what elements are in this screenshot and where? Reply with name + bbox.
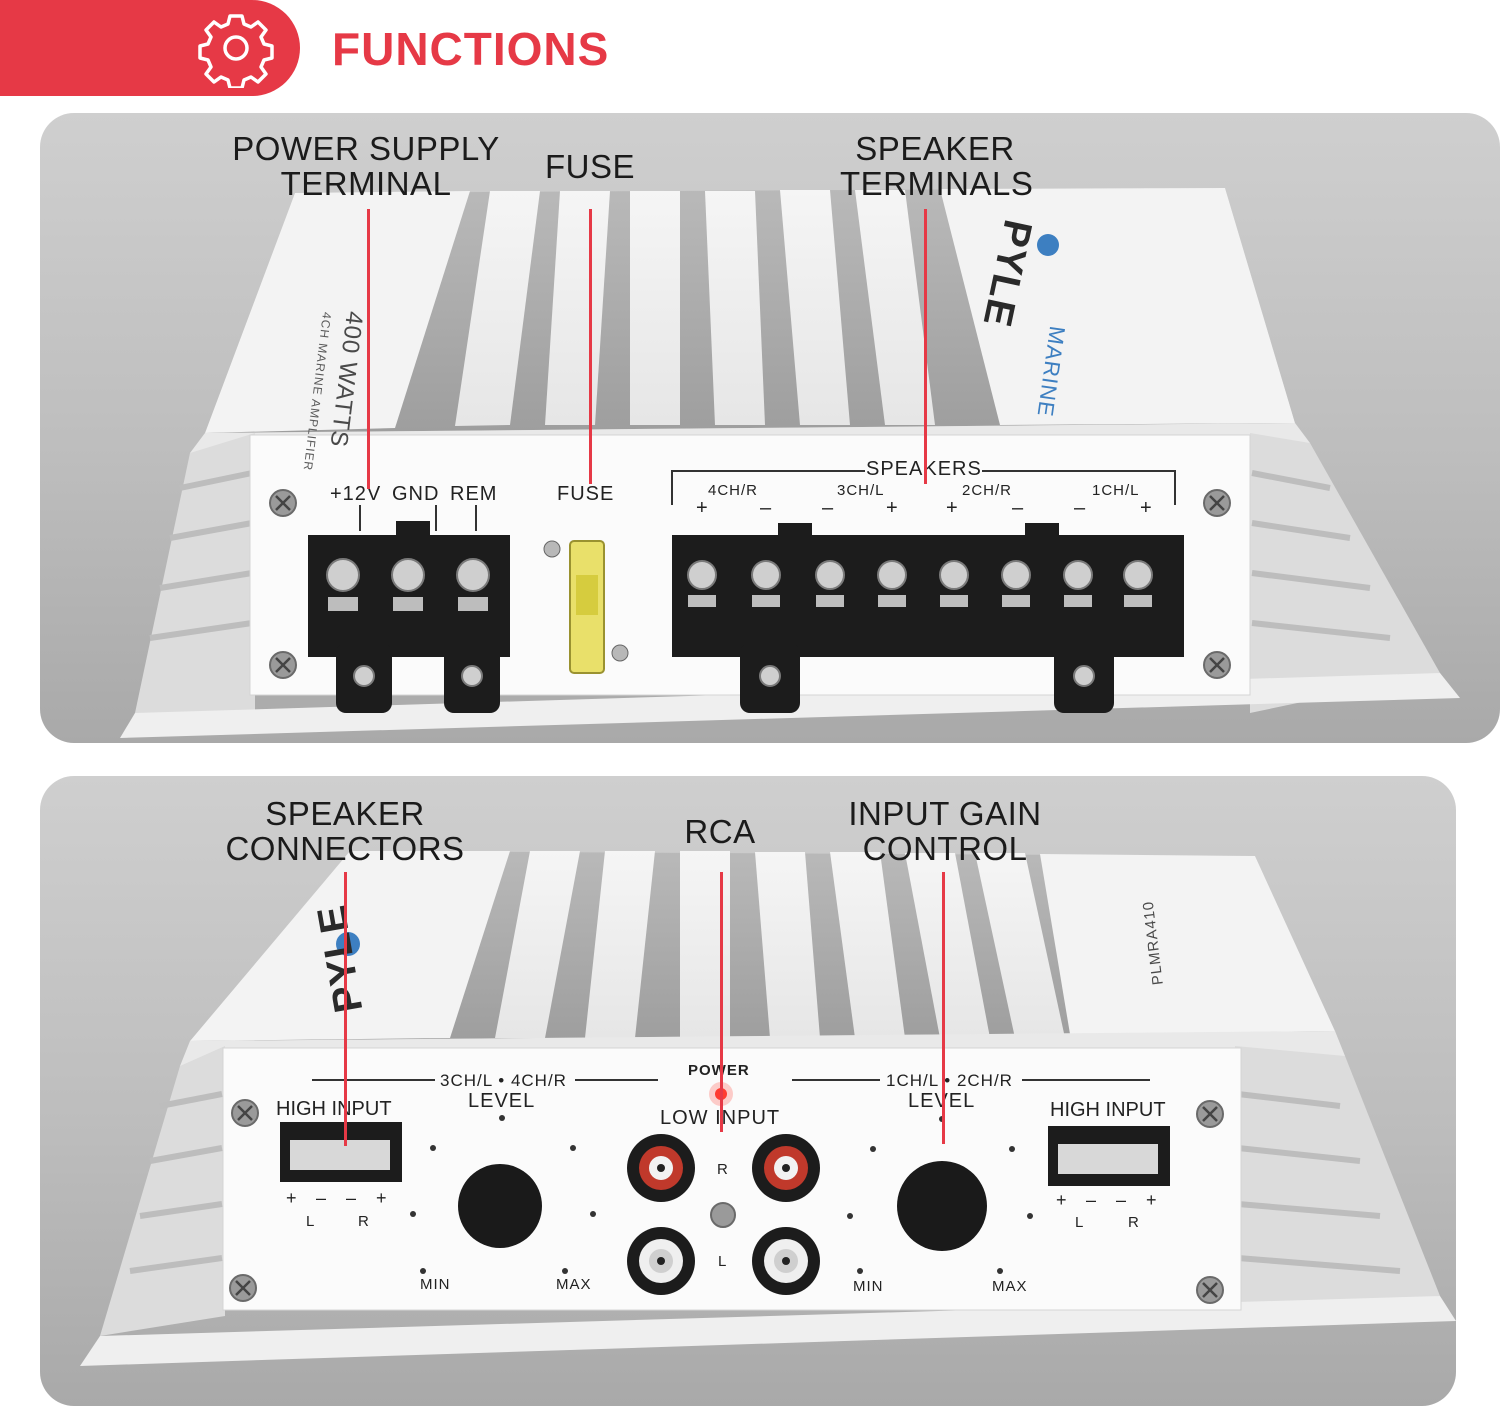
polarity-mark: – <box>760 497 773 519</box>
callout-speaker-terminals: SPEAKER TERMINALS <box>840 130 1034 202</box>
callout-input-gain-control: INPUT GAIN CONTROL <box>848 795 1042 867</box>
polarity-mark: + <box>886 497 899 519</box>
left-high-input-label: HIGH INPUT <box>276 1098 392 1120</box>
pin-mark: + <box>376 1188 388 1208</box>
callout-line-rca <box>720 872 723 1132</box>
left-channel-group-label: 3CH/L • 4CH/R <box>440 1071 567 1090</box>
pin-lr-mark: R <box>358 1213 370 1230</box>
functions-banner <box>0 0 300 96</box>
gear-icon <box>198 14 274 88</box>
right-high-input-label: HIGH INPUT <box>1050 1099 1166 1121</box>
power-label-rem: REM <box>450 483 498 505</box>
right-min-label: MIN <box>853 1278 884 1295</box>
channel-label-2ch-r: 2CH/R <box>962 482 1013 499</box>
amplifier-rear-image <box>80 851 1456 1366</box>
callout-fuse: FUSE <box>544 148 635 185</box>
bottom-product-panel: PYLE PLMRA410 POWER 3CH/L • 4CH/R 1CH/L … <box>40 776 1456 1406</box>
page-title: FUNCTIONS <box>332 23 610 75</box>
left-level-label: LEVEL <box>468 1090 536 1112</box>
rca-right-label: R <box>717 1161 729 1178</box>
speakers-print: SPEAKERS <box>866 458 982 481</box>
polarity-mark: – <box>822 497 835 519</box>
callout-speaker-connectors: SPEAKER CONNECTORS <box>225 795 465 867</box>
right-max-label: MAX <box>992 1278 1028 1295</box>
power-indicator-label: POWER <box>688 1062 750 1079</box>
channel-label-3ch-l: 3CH/L <box>837 482 885 499</box>
pin-mark: – <box>1116 1190 1128 1210</box>
pin-lr-mark: L <box>306 1213 316 1230</box>
rca-left-label: L <box>718 1253 728 1270</box>
pin-mark: + <box>286 1188 298 1208</box>
right-level-label: LEVEL <box>908 1090 975 1113</box>
low-input-label: LOW INPUT <box>660 1107 781 1129</box>
pin-mark: + <box>1146 1190 1158 1210</box>
callout-rca: RCA <box>684 813 756 850</box>
polarity-mark: + <box>696 497 709 519</box>
callout-power-supply-terminal: POWER SUPPLY TERMINAL <box>232 130 500 202</box>
callout-line-fuse <box>589 209 592 484</box>
power-label-gnd: GND <box>392 483 440 505</box>
pin-mark: – <box>1086 1190 1098 1210</box>
callout-line-input-gain <box>942 872 945 1144</box>
pin-lr-mark: R <box>1128 1214 1140 1231</box>
left-max-label: MAX <box>556 1276 592 1293</box>
pin-lr-mark: L <box>1075 1214 1085 1231</box>
polarity-mark: – <box>1012 497 1025 519</box>
power-label-12v: +12V <box>330 483 382 505</box>
callout-line-speaker-connectors <box>344 872 347 1146</box>
callout-line-power <box>367 209 370 489</box>
left-min-label: MIN <box>420 1276 451 1293</box>
polarity-mark: + <box>946 497 959 519</box>
top-product-panel: PYLE 400 WATTS 4CH MARINE AMPLIFIER MARI… <box>40 113 1500 743</box>
pin-mark: – <box>346 1188 358 1208</box>
channel-label-4ch-r: 4CH/R <box>708 482 759 499</box>
right-channel-group-label: 1CH/L • 2CH/R <box>886 1071 1013 1090</box>
polarity-mark: – <box>1074 497 1087 519</box>
amplifier-front-image <box>120 188 1460 738</box>
channel-label-1ch-l: 1CH/L <box>1092 482 1140 499</box>
pin-mark: – <box>316 1188 328 1208</box>
fuse-print: FUSE <box>557 483 615 505</box>
polarity-mark: + <box>1140 497 1153 519</box>
pin-mark: + <box>1056 1190 1068 1210</box>
callout-line-speakers <box>924 209 927 484</box>
